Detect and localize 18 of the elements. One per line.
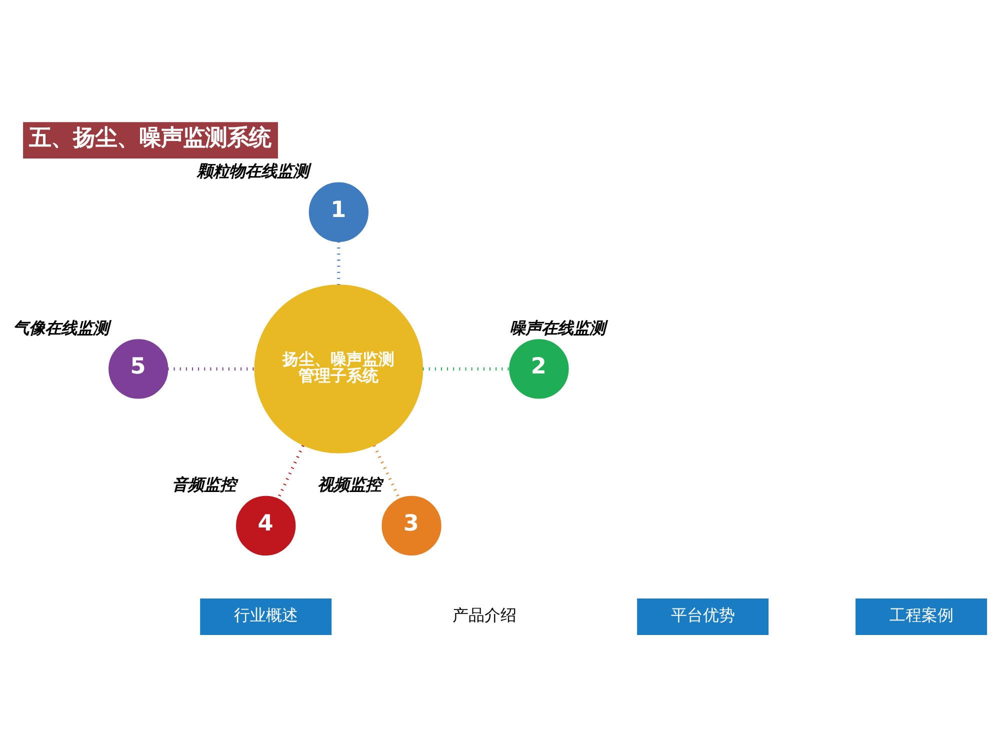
label: 行业概述 — [234, 605, 298, 624]
label: 工程案例 — [889, 605, 954, 624]
node-label: 视频监控 — [317, 474, 382, 494]
node-label: 气像在线监测 — [12, 318, 109, 337]
node-circle: 5 — [108, 338, 168, 398]
node-circle: 4 — [236, 495, 296, 556]
node-circle: 1 — [308, 182, 368, 242]
label: 平台优势 — [670, 605, 735, 624]
connector — [372, 444, 401, 499]
node-label: 颗粒物在线监测 — [197, 161, 310, 180]
node-label: 音频监控 — [172, 474, 236, 494]
node-circle: 3 — [382, 495, 442, 556]
label: 产品介绍 — [452, 605, 516, 624]
diagram-title: 五、扬尘、噪声监测系统 — [29, 124, 272, 150]
connector — [276, 444, 304, 499]
node-label: 噪声在线监测 — [510, 318, 606, 337]
node-circle: 2 — [509, 338, 569, 398]
node-circle: 扬尘、噪声监测管理子系统 — [254, 284, 424, 453]
